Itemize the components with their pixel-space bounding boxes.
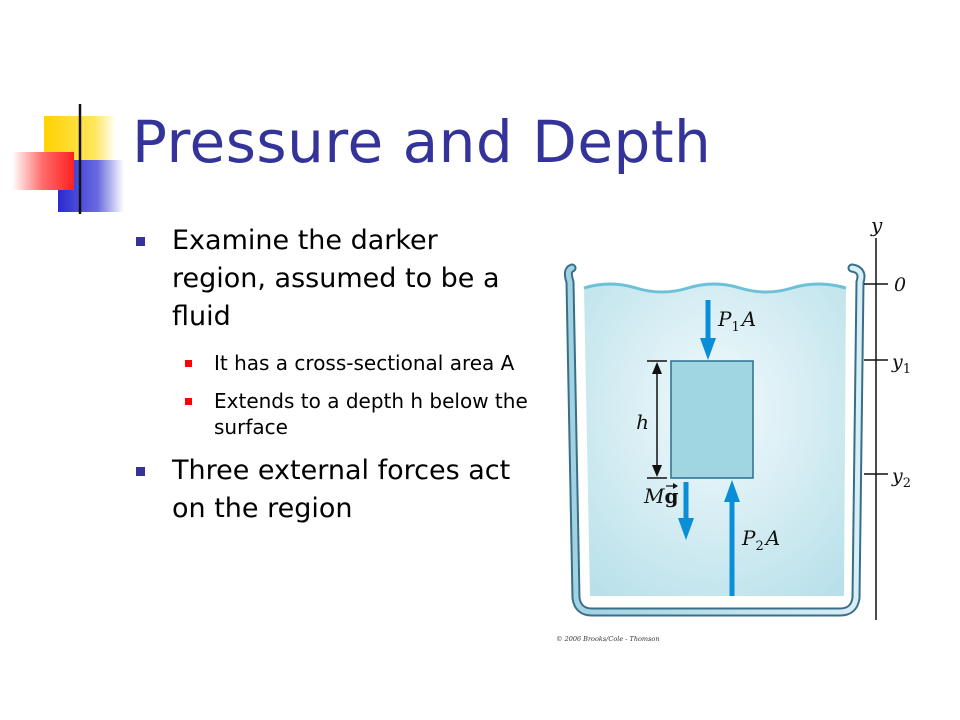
fluid-region-block [670,360,754,479]
square-bullet-icon [136,467,145,476]
force-p1a-subscript: 1 [731,320,739,335]
copyright-credit: © 2006 Brooks/Cole - Thomson [556,635,660,643]
height-label: h [636,410,649,434]
vector-arrowhead-over-g-icon [673,483,678,489]
force-p2a-symbol: P [741,526,756,550]
force-weight-mass: M [643,484,665,508]
force-p2a-area: A [764,526,780,550]
height-arrow-up-icon [652,362,662,374]
square-bullet-icon [136,237,145,246]
beaker-wall-inner [565,265,864,615]
level-y2-label: y2 [891,465,911,491]
height-arrow-down-icon [652,465,662,477]
bullet-text: Three external forces act on the region [172,455,511,524]
level-y1-symbol: y [891,351,903,373]
corner-decoration [12,104,880,214]
force-p2a-subscript: 2 [755,539,763,554]
level-0-label: 0 [894,274,906,296]
level-y2-symbol: y [891,465,903,487]
force-weight-arrowhead-icon [678,518,694,540]
square-sub-bullet-icon [185,360,192,367]
deco-red-block [12,152,74,190]
level-y1-label: y1 [891,351,911,377]
sub-bullet-text: It has a cross-sectional area A [214,351,515,375]
bullet-text: Examine the darker region, assumed to be… [172,225,500,332]
force-p2a-arrowhead-icon [724,480,740,502]
sub-bullet-text: Extends to a depth h below the surface [214,389,528,439]
force-p1a-symbol: P [717,307,732,331]
sub-bullet-item: Extends to a depth h below the surface [172,388,536,440]
force-p1a-area: A [740,307,756,331]
force-weight-label: Mg [643,484,678,508]
force-weight-g: g [664,484,678,508]
square-sub-bullet-icon [185,398,192,405]
level-y2-subscript: 2 [903,476,911,491]
bullet-list: Examine the darker region, assumed to be… [136,222,536,542]
bullet-item: Examine the darker region, assumed to be… [136,222,536,336]
sub-bullet-item: It has a cross-sectional area A [172,350,536,376]
force-p1a-arrowhead-icon [700,338,716,360]
level-y1-subscript: 1 [903,362,911,377]
slide-title: Pressure and Depth [132,108,712,176]
bullet-item: Three external forces act on the region [136,452,536,528]
water-surface [583,282,847,294]
y-axis-label: y [870,213,883,237]
